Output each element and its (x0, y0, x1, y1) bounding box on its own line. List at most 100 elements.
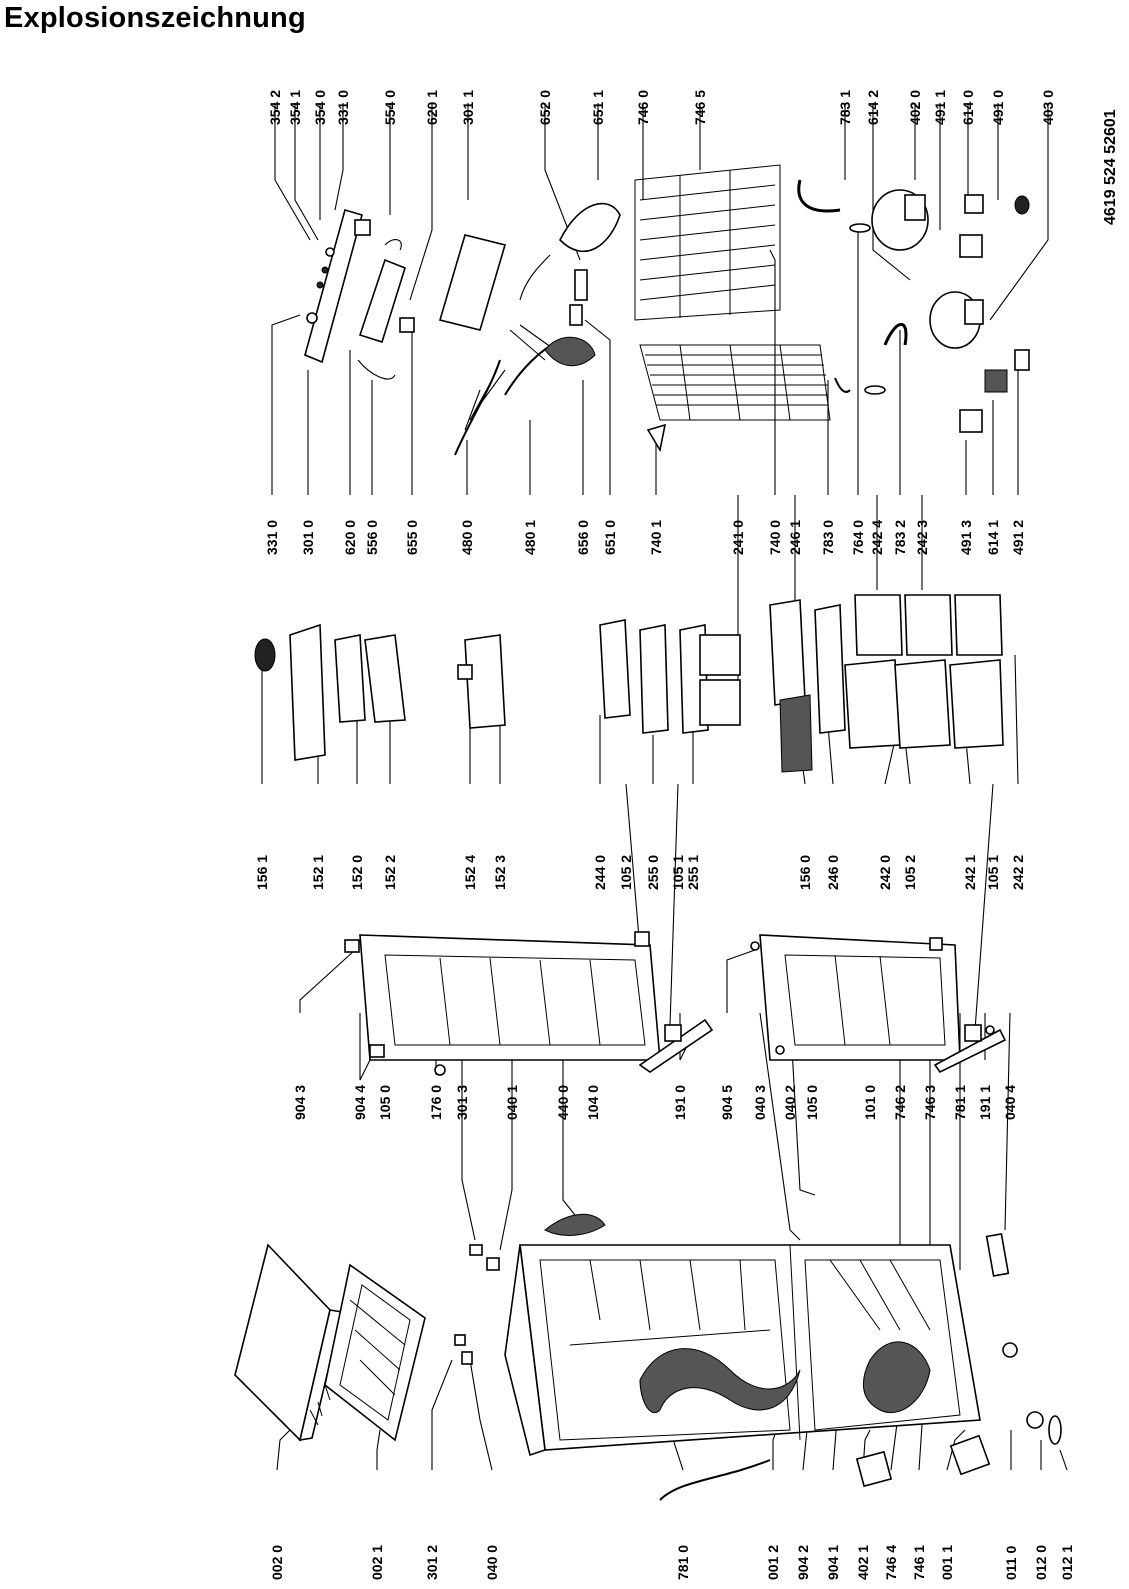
part-label: 354 0 (312, 90, 328, 125)
part-label: 040 4 (1002, 1085, 1018, 1120)
part-label: 620 0 (342, 520, 358, 555)
control-and-cooling (304, 164, 1030, 456)
part-label: 614 1 (985, 520, 1001, 555)
part-label: 156 1 (254, 855, 270, 890)
part-label: 746 2 (892, 1085, 908, 1120)
part-label: 152 2 (382, 855, 398, 890)
part-label: 402 0 (907, 90, 923, 125)
part-label: 105 1 (670, 855, 686, 890)
part-label: 152 3 (492, 855, 508, 890)
cable-bundle (544, 1213, 606, 1236)
part-label: 156 0 (797, 855, 813, 890)
freezer-drawer (844, 659, 901, 749)
part-label: 904 5 (719, 1085, 735, 1120)
cabinet-body (504, 1244, 981, 1457)
bottom-hinge (949, 1434, 991, 1476)
part-label: 246 0 (825, 855, 841, 890)
part-label: 783 1 (837, 90, 853, 125)
part-label: 105 0 (377, 1085, 393, 1120)
part-label: 746 5 (692, 90, 708, 125)
part-label: 651 0 (602, 520, 618, 555)
part-label: 331 0 (335, 90, 351, 125)
part-label: 242 0 (877, 855, 893, 890)
starter-relay (959, 234, 983, 258)
part-label: 491 1 (932, 90, 948, 125)
light-cover (358, 258, 406, 344)
part-label: 104 0 (585, 1085, 601, 1120)
part-label: 001 2 (765, 1545, 781, 1580)
evaporator-coil (634, 164, 781, 321)
part-label: 614 2 (865, 90, 881, 125)
part-label: 244 0 (592, 855, 608, 890)
part-label: 301 0 (300, 520, 316, 555)
part-label: 740 1 (648, 520, 664, 555)
part-label: 105 0 (804, 1085, 820, 1120)
part-label: 105 2 (618, 855, 634, 890)
door-shelf (289, 623, 326, 761)
top-frame (324, 1263, 426, 1442)
part-label: 002 0 (269, 1545, 285, 1580)
glass-shelf (639, 624, 669, 734)
part-label: 614 0 (960, 90, 976, 125)
part-label: 491 0 (990, 90, 1006, 125)
part-label: 491 2 (1010, 520, 1026, 555)
thermostat-knob (306, 312, 318, 324)
part-label: 152 0 (349, 855, 365, 890)
part-label: 101 0 (862, 1085, 878, 1120)
wire-connector (357, 359, 396, 380)
part-label: 746 0 (635, 90, 651, 125)
part-label: 040 2 (782, 1085, 798, 1120)
part-label: 651 1 (590, 90, 606, 125)
part-label: 783 2 (892, 520, 908, 555)
part-label: 242 3 (914, 520, 930, 555)
part-label: 354 2 (267, 90, 283, 125)
door-parts (344, 931, 1007, 1076)
part-label: 331 0 (264, 520, 280, 555)
part-label: 012 0 (1033, 1545, 1049, 1580)
part-label: 746 3 (922, 1085, 938, 1120)
part-label: 301 1 (460, 90, 476, 125)
part-label: 191 0 (672, 1085, 688, 1120)
part-label: 740 0 (767, 520, 783, 555)
freezer-door (359, 934, 661, 1061)
part-label: 242 2 (1010, 855, 1026, 890)
door-handle (638, 1018, 714, 1073)
drain-tube (659, 1459, 771, 1501)
part-label: 242 1 (962, 855, 978, 890)
part-label: 746 4 (883, 1545, 899, 1580)
part-label: 105 1 (985, 855, 1001, 890)
part-label: 480 0 (459, 520, 475, 555)
part-label: 242 4 (869, 520, 885, 555)
part-label: 012 1 (1059, 1545, 1075, 1580)
part-label: 480 1 (522, 520, 538, 555)
part-label: 301 2 (424, 1545, 440, 1580)
wire-shelf (599, 619, 631, 719)
part-label: 011 0 (1003, 1546, 1019, 1580)
part-label: 904 3 (292, 1085, 308, 1120)
part-label: 241 0 (730, 520, 746, 555)
part-label: 904 1 (825, 1545, 841, 1580)
page-title: Explosionszeichnung (4, 2, 306, 34)
part-label: 301 3 (454, 1085, 470, 1120)
part-label: 403 0 (1040, 90, 1056, 125)
part-label: 554 0 (382, 90, 398, 125)
thermostat (559, 202, 621, 253)
hinge-cap (454, 1334, 466, 1346)
part-label: 620 1 (424, 90, 440, 125)
egg-tray (254, 638, 276, 672)
part-label: 040 0 (484, 1545, 500, 1580)
top-panel (438, 234, 507, 331)
part-label: 655 0 (404, 520, 420, 555)
part-label: 001 1 (939, 1545, 955, 1580)
part-label: 440 0 (555, 1085, 571, 1120)
part-label: 040 3 (752, 1085, 768, 1120)
part-label: 105 2 (902, 855, 918, 890)
part-label: 255 0 (645, 855, 661, 890)
part-label: 556 0 (364, 520, 380, 555)
part-label: 904 2 (795, 1545, 811, 1580)
capillary-tube (797, 179, 841, 213)
part-label: 746 1 (911, 1545, 927, 1580)
part-label: 176 0 (428, 1085, 444, 1120)
document-number: 4619 524 52601 (1102, 109, 1119, 225)
inner-fittings (254, 594, 1004, 773)
